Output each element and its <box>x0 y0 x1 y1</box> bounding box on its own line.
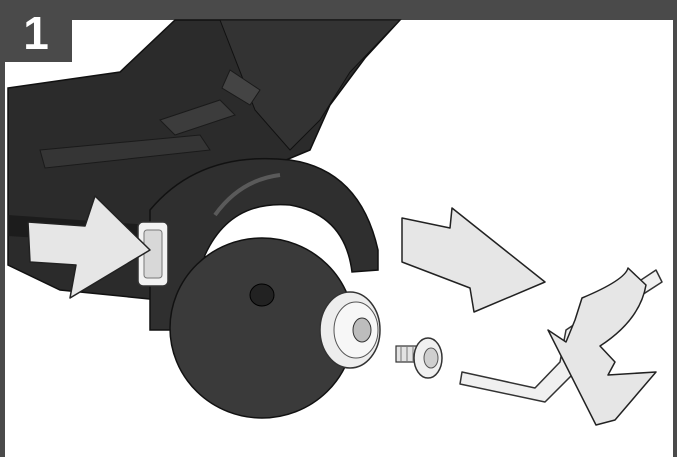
outer-flange <box>320 292 380 368</box>
remove-arrow-icon <box>402 208 545 312</box>
curved-arrow-down-icon <box>548 268 656 425</box>
blade-arbor <box>250 284 274 306</box>
blade-bolt <box>396 338 442 378</box>
